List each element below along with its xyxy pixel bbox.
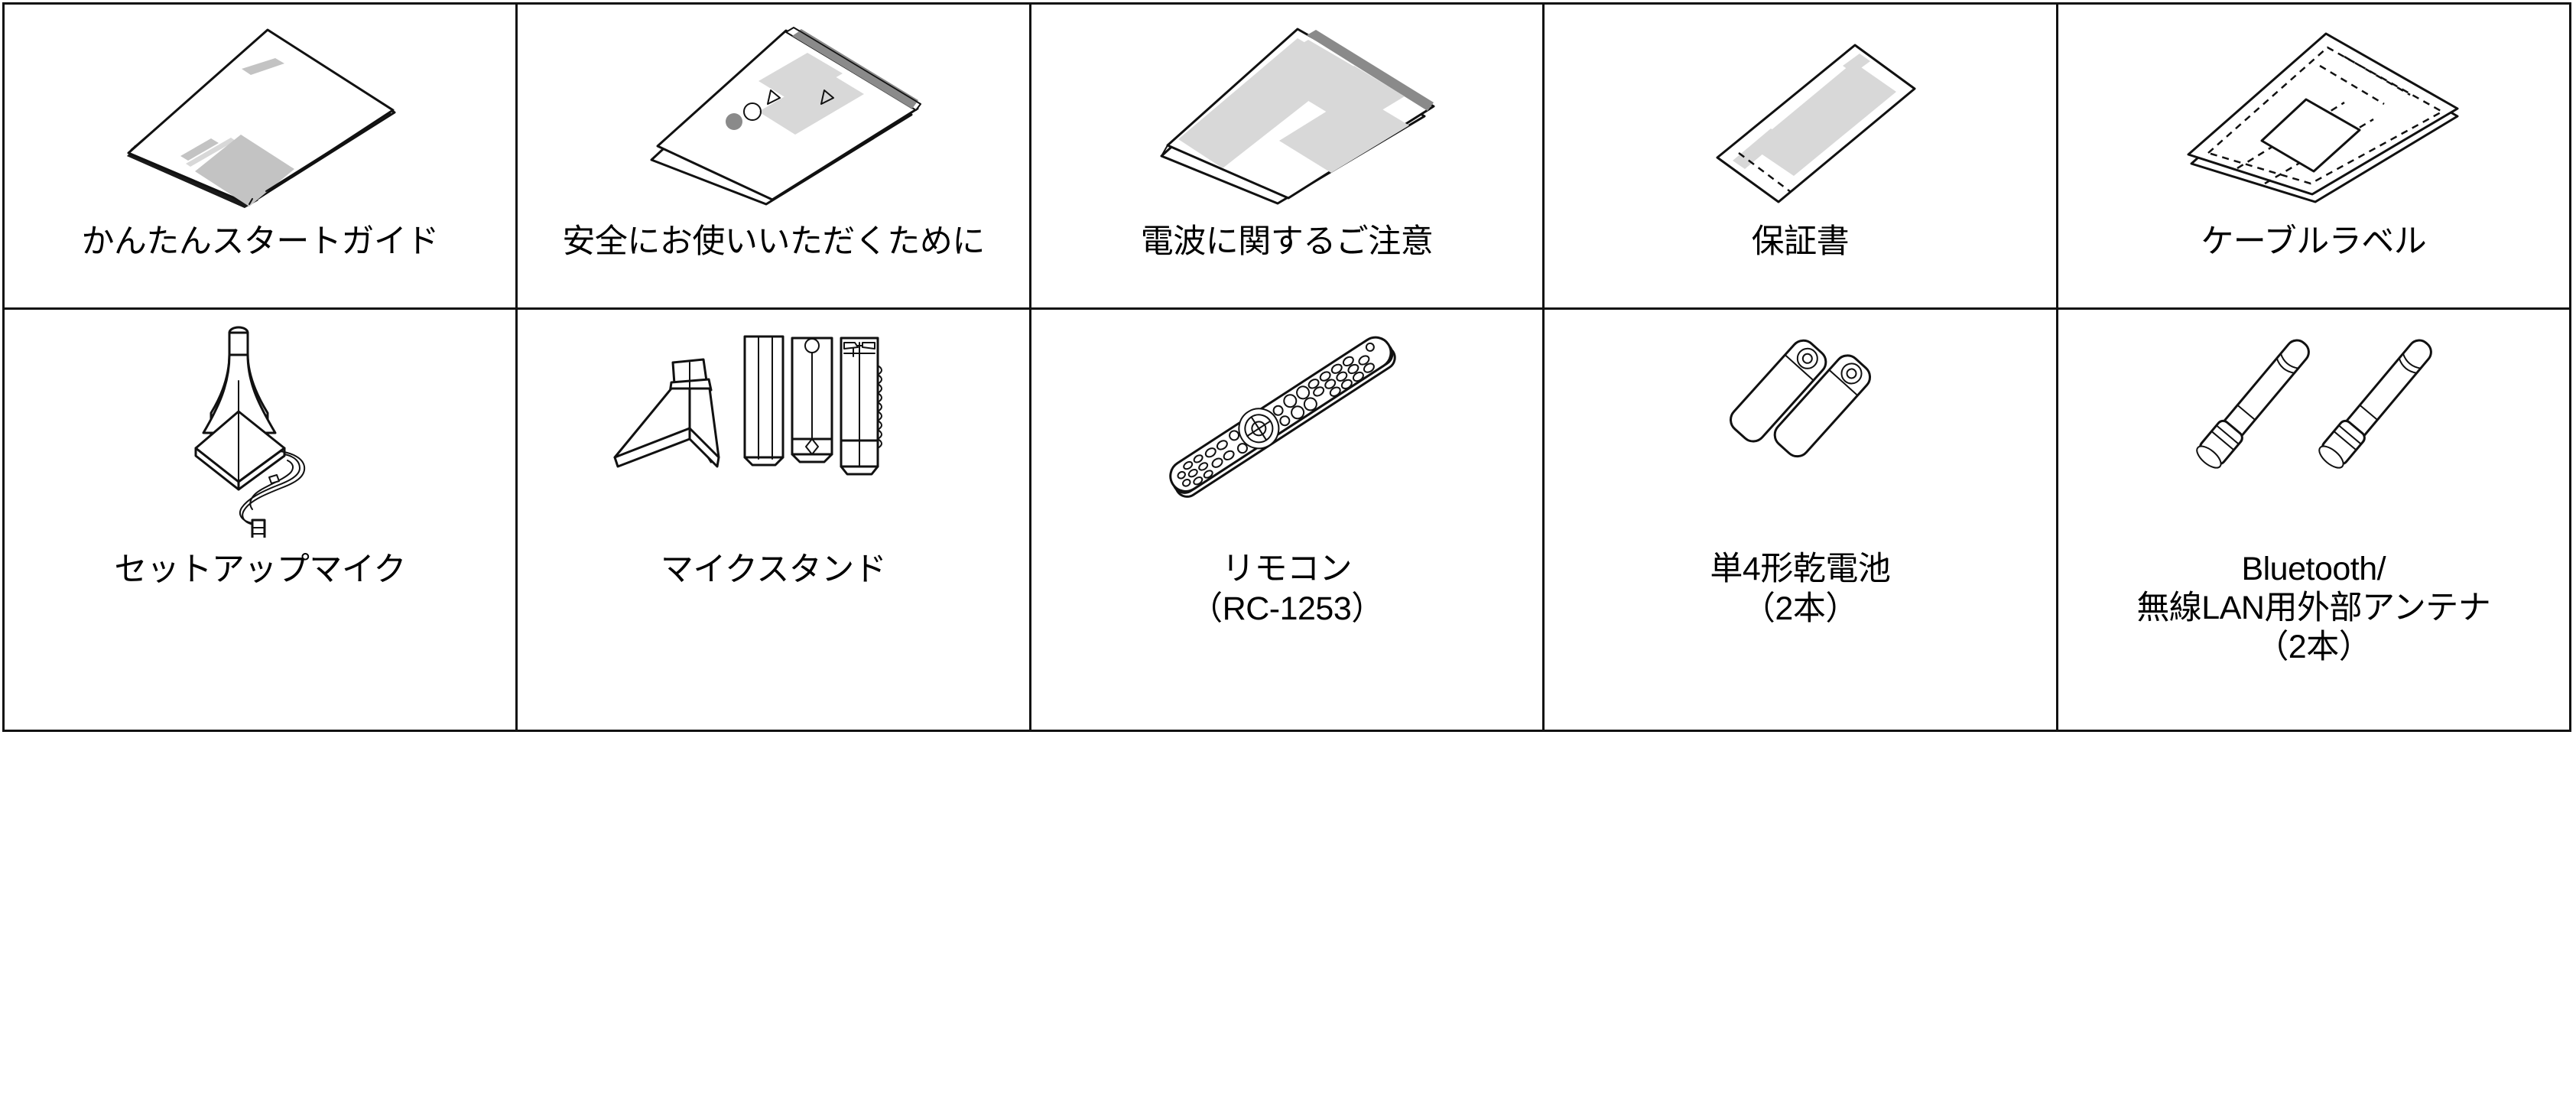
accessory-label-aaa-batteries: 単4形乾電池 （2本） [1710, 551, 1891, 627]
accessory-cell-quick-start-guide[interactable]: かんたんスタートガイド [2, 2, 518, 311]
booklet-icon [5, 5, 515, 217]
accessory-label-quick-start-guide: かんたんスタートガイド [81, 223, 439, 260]
accessories-table: かんたんスタートガイド [2, 2, 2572, 732]
accessory-label-external-antennas: Bluetooth/ 無線LAN用外部アンテナ （2本） [2136, 551, 2491, 665]
antenna-icon [2058, 310, 2569, 539]
accessory-label-remote-control: リモコン （RC-1253） [1190, 551, 1384, 627]
accessory-cell-radio-wave-cautions[interactable]: 電波に関するご注意 [1028, 2, 1545, 311]
battery-icon [1545, 310, 2055, 539]
accessory-cell-safety-instructions[interactable]: 安全にお使いいただくために [515, 2, 1031, 311]
table-row: セットアップマイク [2, 307, 2572, 732]
accessory-label-safety-instructions: 安全にお使いいただくために [562, 223, 985, 260]
accessory-cell-aaa-batteries[interactable]: 単4形乾電池 （2本） [1542, 307, 2058, 732]
accessory-cell-warranty-card[interactable]: 保証書 [1542, 2, 2058, 311]
accessory-label-setup-microphone: セットアップマイク [114, 551, 407, 589]
accessory-label-radio-wave-cautions: 電波に関するご注意 [1140, 223, 1434, 260]
table-row: かんたんスタートガイド [2, 2, 2572, 311]
setup-microphone-icon [5, 310, 515, 539]
microphone-stand-icon [518, 310, 1028, 539]
leaflet-icon [1031, 5, 1542, 217]
accessory-cell-cable-labels[interactable]: ケーブルラベル [2055, 2, 2572, 311]
accessory-cell-microphone-stand[interactable]: マイクスタンド [515, 307, 1031, 732]
warranty-card-icon [1545, 5, 2055, 217]
accessory-cell-external-antennas[interactable]: Bluetooth/ 無線LAN用外部アンテナ （2本） [2055, 307, 2572, 732]
accessory-cell-setup-microphone[interactable]: セットアップマイク [2, 307, 518, 732]
cable-label-sheet-icon [2058, 5, 2569, 217]
accessory-label-microphone-stand: マイクスタンド [660, 551, 887, 589]
accessory-label-warranty-card: 保証書 [1751, 223, 1850, 260]
leaflet-icon [518, 5, 1028, 217]
remote-control-icon [1031, 310, 1542, 539]
accessory-cell-remote-control[interactable]: リモコン （RC-1253） [1028, 307, 1545, 732]
accessory-label-cable-labels: ケーブルラベル [2201, 223, 2427, 260]
